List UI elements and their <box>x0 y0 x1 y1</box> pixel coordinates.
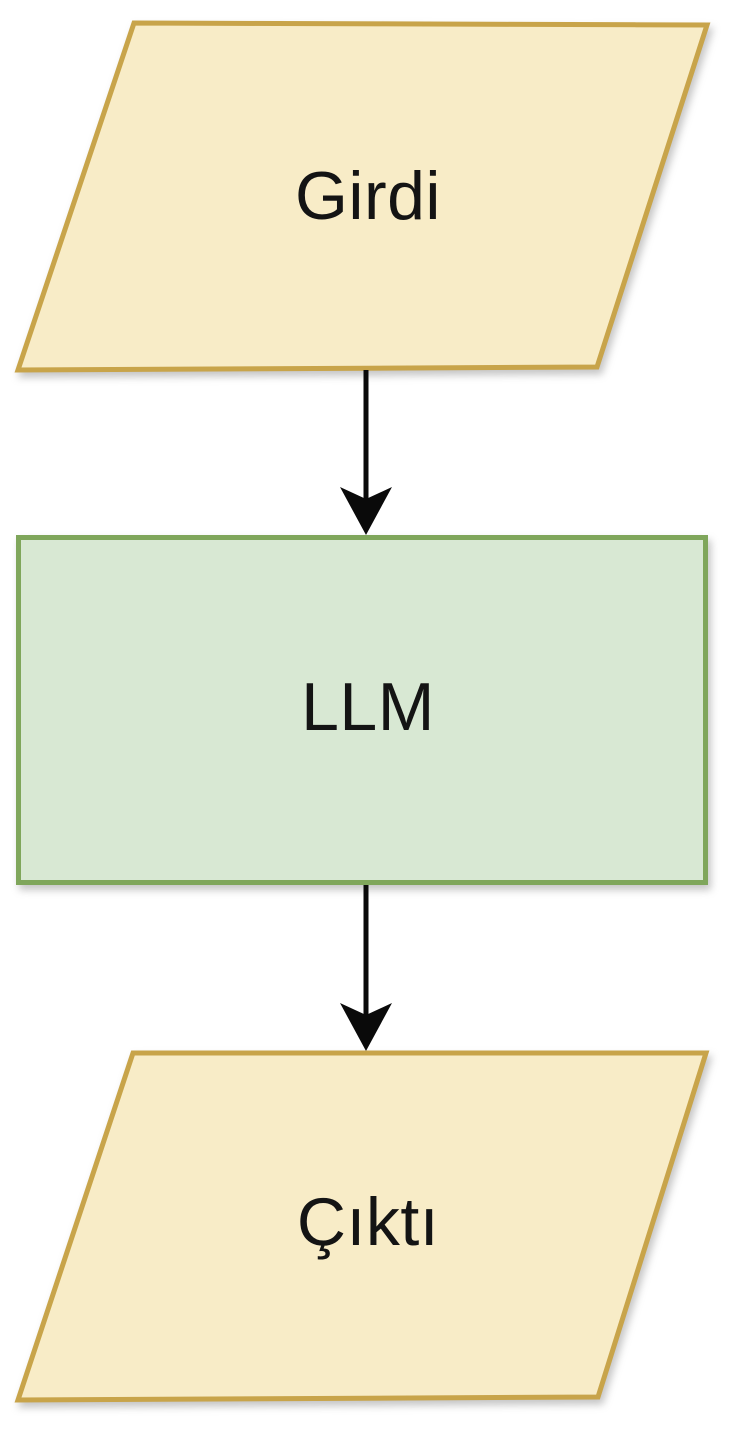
arrowhead-down-icon <box>340 487 392 535</box>
arrow-process-to-output <box>340 885 392 1051</box>
arrow-input-to-process <box>340 370 392 535</box>
process-rectangle-shape <box>16 535 708 885</box>
input-node-label: Girdi <box>294 158 442 234</box>
process-node-label: LLM <box>301 669 435 745</box>
output-parallelogram-shape <box>14 1050 710 1403</box>
arrowhead-down-icon <box>340 1003 392 1051</box>
input-parallelogram-shape <box>14 20 711 373</box>
output-node-label: Çıktı <box>296 1184 440 1260</box>
